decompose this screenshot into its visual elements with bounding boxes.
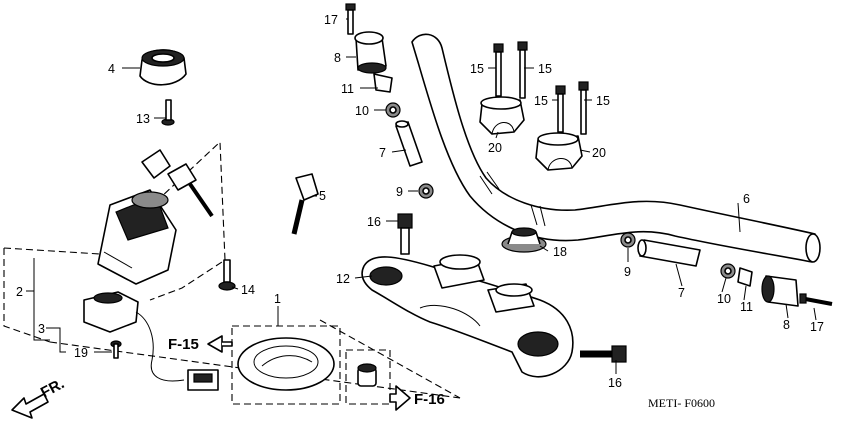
callout-16-upper: 16	[367, 215, 381, 229]
bolt-15-a	[493, 43, 504, 97]
ignition-switch	[97, 189, 177, 285]
arrow-left-icon	[207, 335, 223, 353]
callout-10-right: 10	[717, 292, 731, 306]
callout-13: 13	[136, 112, 150, 126]
collar-11-right	[737, 267, 753, 287]
callout-20-a: 20	[488, 141, 502, 155]
screw-14	[218, 259, 236, 291]
callout-5: 5	[319, 189, 326, 203]
fuel-cap-lock	[357, 363, 377, 387]
callout-17-right: 17	[810, 320, 824, 334]
nut-9-right	[620, 232, 636, 248]
bolt-15-c	[555, 85, 566, 133]
key-5	[291, 173, 319, 235]
callout-15-b: 15	[538, 62, 552, 76]
callout-16-lower: 16	[608, 376, 622, 390]
rubber-7-left	[395, 120, 423, 167]
bolt-16-upper	[397, 213, 413, 255]
ref-f16: F-16	[389, 385, 445, 411]
bolt-17-left	[345, 3, 356, 35]
callout-19: 19	[74, 346, 88, 360]
ignition-keys	[141, 149, 214, 218]
arrow-right-icon	[389, 385, 411, 411]
ref-f15: F-15	[168, 335, 233, 353]
ignition-switch-body	[83, 291, 185, 382]
front-arrow-icon	[11, 393, 49, 419]
callout-20-b: 20	[592, 146, 606, 160]
front-indicator: FR.	[11, 375, 67, 419]
callout-11-right: 11	[740, 300, 753, 314]
callout-14: 14	[241, 283, 255, 297]
callout-7-right: 7	[678, 286, 685, 300]
bolt-16-lower	[580, 345, 627, 363]
screw-13	[161, 99, 175, 126]
handlebar-upper-holder-left	[479, 96, 525, 135]
callout-12: 12	[336, 272, 350, 286]
bolt-15-d	[578, 81, 589, 135]
callout-15-a: 15	[470, 62, 484, 76]
callout-15-d: 15	[596, 94, 610, 108]
leader-lines	[26, 18, 817, 374]
callout-10-top: 10	[355, 104, 369, 118]
callouts: 4 13 17 8 11 10 7 9 16 5 6 12 18 15 15 1…	[16, 13, 824, 390]
screw-19	[110, 340, 122, 359]
callout-7-top: 7	[379, 146, 386, 160]
diagram-code: METI- F0600	[648, 396, 715, 410]
handlebar-end	[805, 233, 821, 263]
bar-end-weight-right	[761, 275, 799, 307]
nut-9-left	[418, 183, 434, 199]
collar-11-left	[373, 73, 393, 93]
callout-9-top: 9	[396, 185, 403, 199]
rubber-7-right	[637, 239, 701, 267]
nut-10-left	[385, 102, 401, 118]
bolt-15-b	[517, 41, 528, 99]
ignition-connector	[187, 369, 219, 391]
top-bridge	[361, 254, 574, 378]
nut-10-right	[720, 263, 736, 279]
fuel-cap	[237, 337, 335, 391]
callout-3: 3	[38, 322, 45, 336]
callout-2: 2	[16, 285, 23, 299]
callout-18: 18	[553, 245, 567, 259]
callout-15-c: 15	[534, 94, 548, 108]
ref-f15-label: F-15	[168, 336, 199, 353]
callout-1: 1	[274, 292, 281, 306]
callout-17-top: 17	[324, 13, 338, 27]
callout-6: 6	[743, 192, 750, 206]
callout-8-right: 8	[783, 318, 790, 332]
handlebar	[411, 33, 816, 263]
cap-4	[139, 49, 187, 86]
fuel-cap-box	[231, 325, 391, 405]
ref-f16-label: F-16	[414, 391, 445, 408]
handlebar-upper-holder-right	[535, 132, 583, 171]
bolt-17-right	[799, 293, 833, 306]
callout-4: 4	[108, 62, 115, 76]
bar-end-weight-left	[354, 31, 387, 74]
steering-stem-nut	[501, 227, 547, 253]
callout-8-top: 8	[334, 51, 341, 65]
callout-9-right: 9	[624, 265, 631, 279]
callout-11-top: 11	[341, 82, 354, 96]
